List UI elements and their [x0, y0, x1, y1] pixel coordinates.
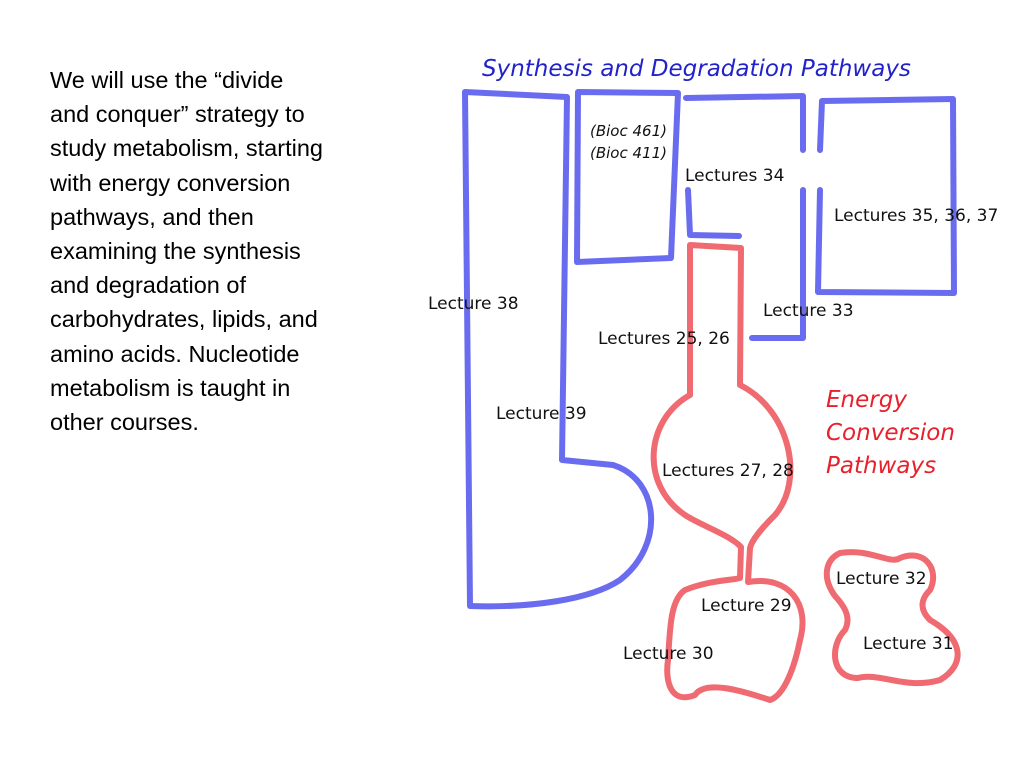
blue-pathways	[462, 89, 957, 610]
lectures-34-label: Lectures 34	[685, 166, 784, 186]
lecture-33-34-pathway	[683, 93, 806, 341]
lectures-25-26-label: Lectures 25, 26	[598, 329, 730, 349]
lecture-32-label: Lecture 32	[836, 569, 927, 589]
lecture-29-label: Lecture 29	[701, 596, 792, 616]
intro-text: We will use the “divide and conquer” str…	[50, 63, 395, 439]
intro-line: study metabolism, starting	[50, 135, 323, 162]
bioc-461-label: (Bioc 461)	[590, 122, 667, 140]
intro-line: carbohydrates, lipids, and	[50, 306, 318, 333]
intro-line: amino acids. Nucleotide	[50, 340, 300, 367]
energy-title-line-3: Pathways	[826, 453, 936, 479]
lectures-35-37-label: Lectures 35, 36, 37	[834, 206, 998, 226]
lecture-38-39-pathway	[462, 89, 654, 610]
intro-line: with energy conversion	[50, 169, 291, 196]
energy-title-line-1: Energy	[826, 387, 907, 413]
bioc-411-label: (Bioc 411)	[590, 144, 667, 162]
lectures-25-28-pathway	[650, 242, 806, 703]
intro-line: and conquer” strategy to	[50, 101, 305, 128]
energy-title-line-2: Conversion	[826, 420, 955, 446]
lectures-31-32-pathway	[823, 549, 961, 687]
lecture-30-label: Lecture 30	[623, 644, 714, 664]
red-pathways	[650, 242, 961, 703]
lecture-38-label: Lecture 38	[428, 294, 519, 314]
intro-line: examining the synthesis	[50, 238, 301, 265]
intro-line: other courses.	[50, 409, 199, 436]
synthesis-title: Synthesis and Degradation Pathways	[482, 56, 911, 82]
bioc-box-pathway	[574, 89, 681, 265]
lectures-27-28-label: Lectures 27, 28	[662, 461, 794, 481]
intro-line: pathways, and then	[50, 203, 254, 230]
lectures-35-37-pathway	[815, 96, 957, 296]
lecture-33-label: Lecture 33	[763, 301, 854, 321]
intro-line: and degradation of	[50, 272, 246, 299]
intro-line: metabolism is taught in	[50, 374, 291, 401]
lecture-39-label: Lecture 39	[496, 404, 587, 424]
lecture-31-label: Lecture 31	[863, 634, 954, 654]
intro-line: We will use the “divide	[50, 67, 284, 93]
